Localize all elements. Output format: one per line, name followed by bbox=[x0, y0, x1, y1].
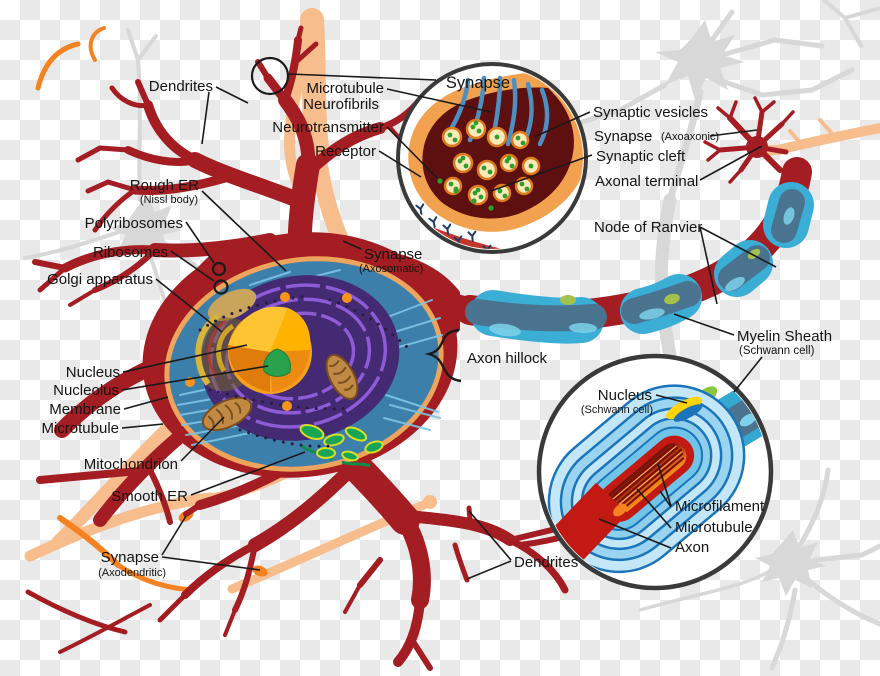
leader-line-16 bbox=[170, 250, 215, 282]
label-synapse-axoaxonic-sub: (Axoaxonic) bbox=[661, 131, 719, 143]
leader-line-17 bbox=[155, 278, 223, 333]
label-schwann-nucleus-sub: (Schwann cell) bbox=[581, 404, 653, 416]
circle-marker-1 bbox=[211, 261, 227, 277]
leader-line-12 bbox=[673, 313, 735, 336]
leader-line-22 bbox=[180, 416, 225, 462]
label-mitochondrion: Mitochondrion bbox=[84, 456, 178, 473]
label-smooth-er: Smooth ER bbox=[111, 488, 188, 505]
neurotransmitter-dots bbox=[437, 178, 494, 211]
label-microfilament: Microfilament bbox=[675, 498, 765, 515]
leader-line-23 bbox=[190, 451, 306, 496]
label-synapse-axodendritic-sub: (Axodendritic) bbox=[98, 567, 166, 579]
label-axon: Axon bbox=[675, 539, 709, 556]
circle-marker-0 bbox=[250, 56, 290, 96]
mitochondrion-2 bbox=[325, 354, 359, 400]
myelinated-axon bbox=[465, 182, 814, 344]
label-synapse-inset-title: Synapse bbox=[446, 74, 510, 92]
nucleus bbox=[228, 306, 312, 394]
label-nucleus-soma: Nucleus bbox=[66, 364, 120, 381]
leader-line-21 bbox=[121, 423, 164, 429]
label-neurotransmitter: Neurotransmitter bbox=[272, 119, 384, 136]
smooth-er bbox=[299, 424, 384, 468]
leader-line-14 bbox=[201, 190, 287, 272]
label-node-of-ranvier: Node of Ranvier bbox=[594, 219, 702, 236]
label-membrane: Membrane bbox=[49, 401, 121, 418]
label-microtubule-soma: Microtubule bbox=[41, 420, 119, 437]
label-microtubule-synapse: Microtubule bbox=[306, 80, 384, 97]
label-axon-hillock: Axon hillock bbox=[467, 350, 548, 367]
schwann-inset bbox=[536, 353, 774, 591]
leader-line-2 bbox=[386, 88, 492, 113]
label-axonal-terminal: Axonal terminal bbox=[595, 173, 698, 190]
leader-line-30 bbox=[657, 463, 672, 507]
leader-line-13 bbox=[733, 356, 763, 393]
leader-line-11 bbox=[699, 226, 718, 305]
circle-markers bbox=[211, 56, 290, 295]
leader-line-5 bbox=[288, 73, 437, 81]
leader-line-10 bbox=[699, 226, 777, 268]
label-synapse-axosomatic-sub: (Axosomatic) bbox=[359, 263, 423, 275]
leader-line-1 bbox=[201, 91, 210, 145]
leader-line-33 bbox=[598, 518, 672, 549]
leader-line-15 bbox=[185, 221, 215, 264]
leader-line-7 bbox=[709, 129, 758, 137]
label-dendrites-top: Dendrites bbox=[149, 78, 213, 95]
soma-cutaway bbox=[164, 256, 444, 472]
leader-line-24 bbox=[161, 515, 187, 556]
leader-line-32 bbox=[636, 488, 672, 529]
label-microtubule-schwann: Microtubule bbox=[675, 519, 753, 536]
schwann-nucleus bbox=[666, 396, 702, 420]
label-polyribosomes: Polyribosomes bbox=[85, 215, 183, 232]
nucleolus bbox=[263, 348, 291, 377]
leader-line-9 bbox=[699, 145, 763, 181]
axodendritic-bouton bbox=[252, 565, 268, 577]
axonal-terminal-star bbox=[703, 96, 795, 184]
label-synapse-axosomatic: Synapse bbox=[364, 246, 422, 263]
synaptic-vesicles bbox=[441, 118, 541, 206]
label-neurofibrils: Neurofibrils bbox=[303, 96, 379, 113]
leader-line-29 bbox=[655, 394, 688, 404]
leader-line-0 bbox=[215, 86, 249, 104]
leader-line-25 bbox=[161, 556, 261, 571]
label-rough-er: Rough ER bbox=[130, 177, 199, 194]
leader-line-26 bbox=[468, 510, 512, 561]
label-schwann-nucleus: Nucleus bbox=[598, 387, 652, 404]
leader-line-8 bbox=[490, 154, 593, 192]
leader-line-4 bbox=[378, 150, 422, 178]
label-synaptic-vesicles: Synaptic vesicles bbox=[593, 104, 708, 121]
leader-line-19 bbox=[121, 365, 269, 391]
leader-line-6 bbox=[533, 111, 591, 138]
mitochondrion-1 bbox=[201, 396, 253, 432]
label-golgi-apparatus: Golgi apparatus bbox=[47, 271, 153, 288]
leader-line-3 bbox=[386, 126, 438, 179]
label-synapse-axodendritic: Synapse bbox=[101, 549, 159, 566]
label-ribosomes: Ribosomes bbox=[93, 244, 168, 261]
circle-marker-2 bbox=[213, 279, 229, 295]
label-myelin-sheath: Myelin Sheath bbox=[737, 328, 832, 345]
leader-lines bbox=[121, 73, 777, 580]
label-receptor: Receptor bbox=[315, 143, 376, 160]
axon-band bbox=[542, 482, 628, 585]
leader-line-28 bbox=[342, 240, 362, 250]
leader-line-18 bbox=[122, 344, 248, 373]
label-myelin-sheath-sub: (Schwann cell) bbox=[739, 345, 815, 357]
label-nucleolus: Nucleolus bbox=[53, 382, 119, 399]
axon-hillock-bracket bbox=[424, 328, 462, 383]
leader-line-20 bbox=[123, 396, 169, 410]
leader-line-31 bbox=[659, 490, 672, 508]
label-dendrites-bottom: Dendrites bbox=[514, 554, 578, 571]
label-synaptic-cleft: Synaptic cleft bbox=[596, 148, 686, 165]
leader-line-27 bbox=[466, 560, 512, 580]
label-synapse-axoaxonic: Synapse bbox=[594, 128, 652, 145]
label-rough-er-sub: (Nissl body) bbox=[140, 194, 198, 206]
